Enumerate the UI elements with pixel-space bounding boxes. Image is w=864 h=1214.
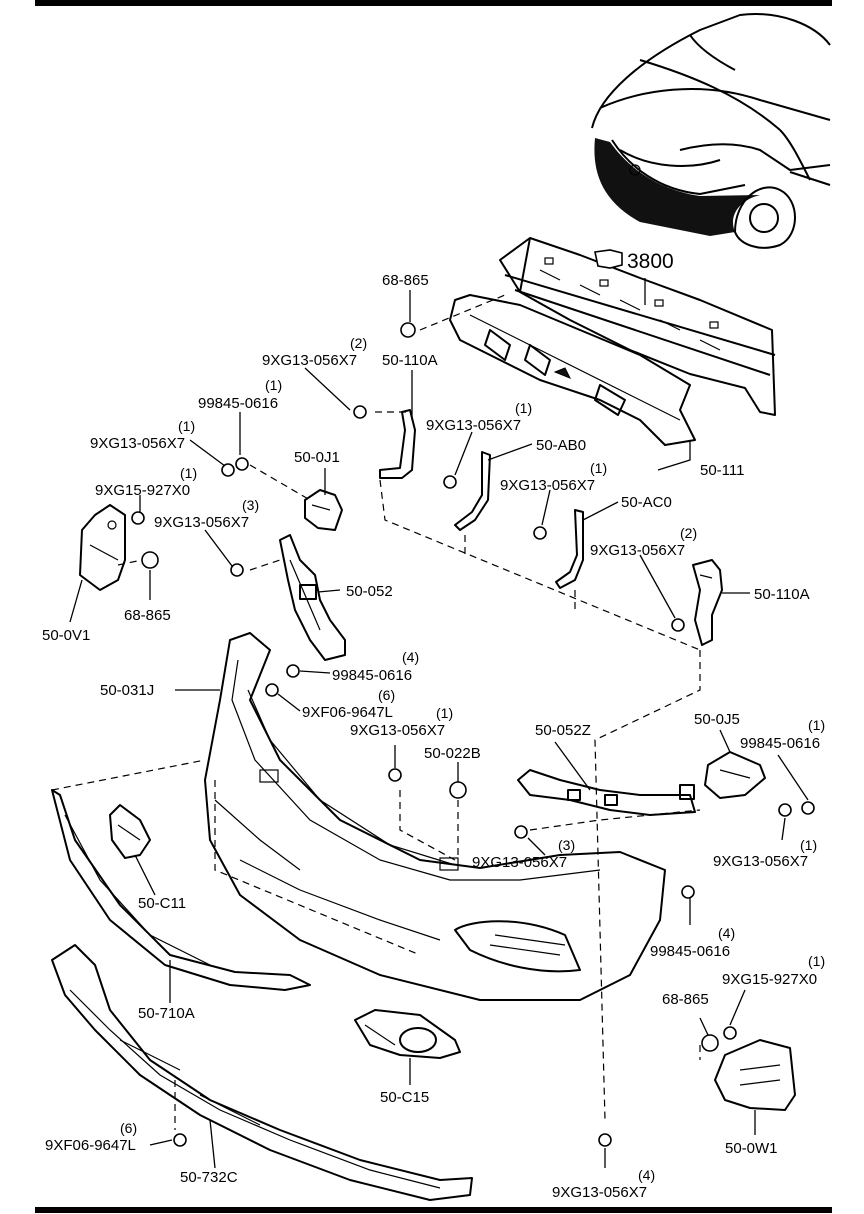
label-50-022b: 50-022B	[424, 745, 481, 762]
bumper-reinforcement	[499, 237, 776, 416]
label-50-0j1: 50-0J1	[294, 449, 340, 466]
pointing-hand-icon	[594, 249, 623, 269]
energy-absorber-50-111	[449, 294, 696, 446]
lip-50-710a	[51, 789, 311, 991]
label-68-865-left: 68-865	[124, 607, 171, 624]
top-border	[35, 0, 832, 6]
qty-9xg13-056x7-a: (2)	[350, 335, 367, 351]
qty-99845-0616-b: (4)	[402, 649, 419, 665]
bumper-fascia-50-031j	[204, 632, 666, 1001]
label-9xg13-056x7-i: 9XG13-056X7	[713, 853, 808, 870]
label-50-110a-left: 50-110A	[382, 352, 438, 369]
part-labels: 68-865 (2) 9XG13-056X7 50-110A (1) 99845…	[42, 272, 825, 1201]
label-9xg13-056x7-j: 9XG13-056X7	[552, 1184, 647, 1201]
qty-9xg13-056x7-g: (1)	[436, 705, 453, 721]
label-50-710a: 50-710A	[138, 1005, 195, 1022]
label-9xg13-056x7-a: 9XG13-056X7	[262, 352, 357, 369]
label-50-052: 50-052	[346, 583, 393, 600]
bracket-50-ab0	[454, 451, 491, 531]
qty-9xg15-927x0-b: (1)	[808, 953, 825, 969]
label-9xg13-056x7-h: 9XG13-056X7	[472, 854, 567, 871]
qty-9xg13-056x7-f: (2)	[680, 525, 697, 541]
qty-9xg13-056x7-e: (3)	[242, 497, 259, 513]
label-50-c15: 50-C15	[380, 1089, 429, 1106]
label-50-0w1: 50-0W1	[725, 1140, 778, 1157]
qty-9xg13-056x7-c: (1)	[515, 400, 532, 416]
reference-number: 3800	[627, 250, 674, 273]
label-9xf06-9647l-b: 9XF06-9647L	[45, 1137, 136, 1154]
label-9xg13-056x7-g: 9XG13-056X7	[350, 722, 445, 739]
qty-9xg13-056x7-d: (1)	[590, 460, 607, 476]
cover-50-c15	[354, 1009, 461, 1059]
label-50-ac0: 50-AC0	[621, 494, 672, 511]
bracket-50-0j5	[704, 751, 766, 799]
label-9xg13-056x7-e: 9XG13-056X7	[154, 514, 249, 531]
label-9xf06-9647l-a: 9XF06-9647L	[302, 704, 393, 721]
bracket-50-052z	[517, 769, 696, 816]
bracket-50-110a-right	[692, 559, 723, 646]
qty-99845-0616-d: (4)	[718, 925, 735, 941]
label-68-865-top: 68-865	[382, 272, 429, 289]
qty-9xg15-927x0-a: (1)	[180, 465, 197, 481]
assembly-lines	[51, 294, 701, 1130]
qty-99845-0616-a: (1)	[265, 377, 282, 393]
bottom-border	[35, 1207, 832, 1213]
label-99845-0616-a: 99845-0616	[198, 395, 278, 412]
label-99845-0616-b: 99845-0616	[332, 667, 412, 684]
vehicle-overview-drawing	[591, 13, 831, 249]
bracket-50-0j1	[304, 489, 343, 531]
label-50-0v1: 50-0V1	[42, 627, 90, 644]
label-68-865-right: 68-865	[662, 991, 709, 1008]
qty-9xg13-056x7-h: (3)	[558, 837, 575, 853]
bracket-50-110a-left	[379, 409, 416, 479]
label-9xg15-927x0-b: 9XG15-927X0	[722, 971, 817, 988]
label-50-0j5: 50-0J5	[694, 711, 740, 728]
label-50-111: 50-111	[700, 462, 744, 479]
label-99845-0616-c: 99845-0616	[740, 735, 820, 752]
label-50-732c: 50-732C	[180, 1169, 238, 1186]
label-9xg13-056x7-c: 9XG13-056X7	[426, 417, 521, 434]
label-50-052z: 50-052Z	[535, 722, 591, 739]
splash-shield-50-0w1	[714, 1039, 796, 1111]
qty-9xg13-056x7-i: (1)	[800, 837, 817, 853]
qty-9xg13-056x7-j: (4)	[638, 1167, 655, 1183]
reference-marker: 3800	[594, 249, 674, 305]
label-50-110a-right: 50-110A	[754, 586, 810, 603]
bracket-50-ac0	[555, 509, 584, 589]
qty-9xf06-9647l-b: (6)	[120, 1120, 137, 1136]
leader-lines	[69, 290, 809, 1169]
bracket-50-0v1	[79, 504, 126, 591]
qty-9xg13-056x7-b: (1)	[178, 418, 195, 434]
label-50-ab0: 50-AB0	[536, 437, 586, 454]
fasteners	[131, 322, 815, 1147]
qty-99845-0616-c: (1)	[808, 717, 825, 733]
bracket-50-052	[279, 534, 346, 661]
cover-50-c11	[109, 804, 151, 859]
qty-9xf06-9647l-a: (6)	[378, 687, 395, 703]
label-50-c11: 50-C11	[138, 895, 186, 912]
label-9xg13-056x7-f: 9XG13-056X7	[590, 542, 685, 559]
spoiler-50-732c	[51, 944, 473, 1201]
label-50-031j: 50-031J	[100, 682, 154, 699]
label-9xg15-927x0-a: 9XG15-927X0	[95, 482, 190, 499]
label-99845-0616-d: 99845-0616	[650, 943, 730, 960]
label-9xg13-056x7-d: 9XG13-056X7	[500, 477, 595, 494]
label-9xg13-056x7-b: 9XG13-056X7	[90, 435, 185, 452]
